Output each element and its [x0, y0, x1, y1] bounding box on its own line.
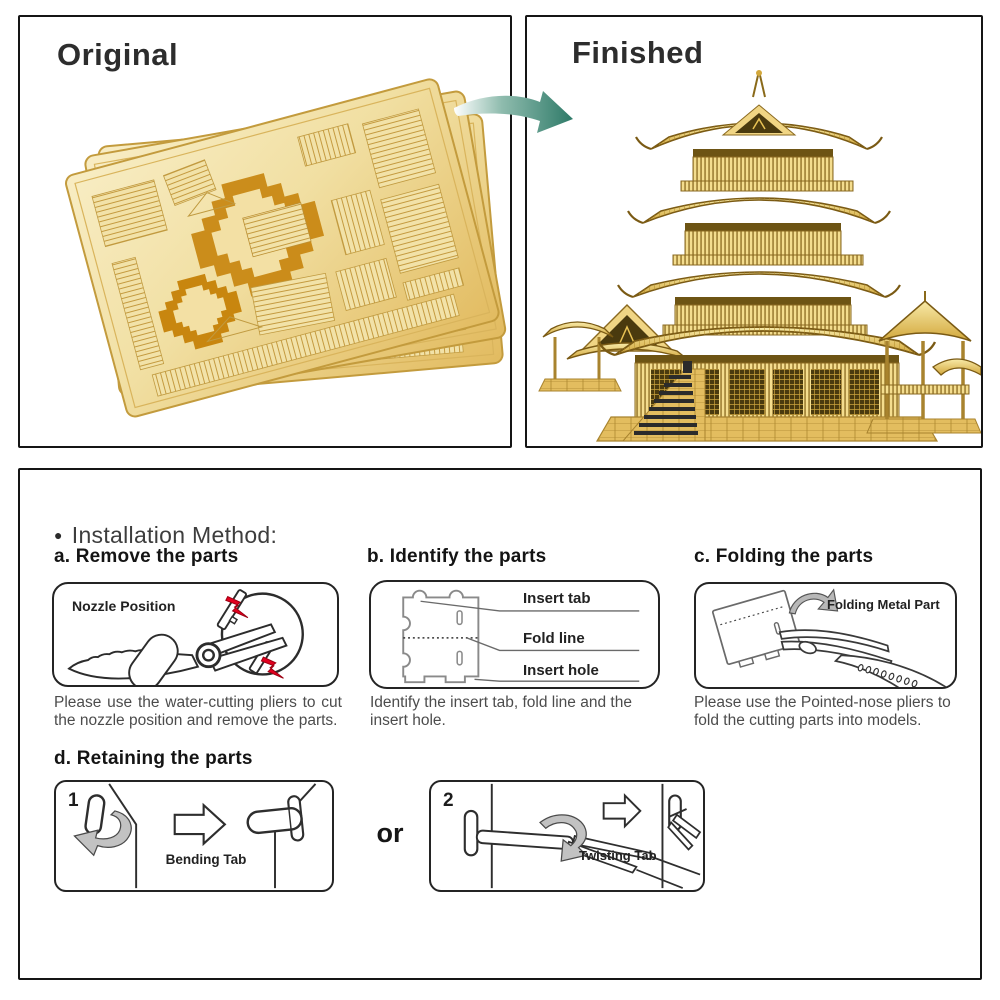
- metal-part-icon: [402, 589, 480, 684]
- cut-spark-icon: [225, 595, 284, 679]
- direction-arrow-icon: [173, 802, 227, 847]
- tab-icon: [84, 794, 106, 835]
- insert-tab-label: Insert tab: [523, 590, 591, 607]
- magnifier-circle-icon: [220, 592, 304, 676]
- installation-panel: ● Installation Method: a. Remove the part…: [18, 468, 982, 980]
- step-c-diagram-box: Folding Metal Part: [694, 582, 957, 689]
- slot-icon: [463, 809, 479, 857]
- insert-hole-label: Insert hole: [523, 662, 599, 679]
- direction-arrow-icon: [602, 793, 642, 829]
- box1-number: 1: [68, 790, 79, 811]
- nozzle-position-label: Nozzle Position: [72, 598, 176, 614]
- nozzle-cutting-diagram: [67, 589, 304, 685]
- transform-arrow-icon: [454, 91, 573, 133]
- step-b-diagram-box: Insert tab Fold line Insert hole: [369, 580, 660, 689]
- pavilion-structure: [538, 70, 981, 442]
- gazebo: [866, 291, 981, 434]
- step-b-heading: b. Identify the parts: [367, 546, 547, 567]
- metal-part-icon: [711, 589, 801, 668]
- pointed-nose-pliers-icon: [778, 629, 948, 687]
- twisting-tab-diagram: [463, 783, 702, 889]
- fold-line-label: Fold line: [523, 630, 585, 647]
- or-connector: or: [376, 818, 404, 848]
- metal-sheets-photo: [63, 76, 508, 420]
- twist-arrow-icon: [539, 814, 588, 862]
- part-identification-diagram: [402, 589, 640, 684]
- step-c-heading: c. Folding the parts: [694, 546, 874, 567]
- pliers-jaws-icon: [565, 834, 701, 889]
- fold-arrow-icon: [788, 588, 839, 615]
- bent-tab-result-icon: [246, 795, 305, 842]
- twisted-tab-result-icon: [667, 794, 702, 851]
- bending-tab-diagram: [73, 783, 317, 889]
- installation-heading: ● Installation Method:: [54, 522, 277, 549]
- finished-panel: Finished: [525, 15, 983, 448]
- folding-diagram: [711, 588, 948, 687]
- original-title: Original: [57, 37, 179, 72]
- pavilion-model-photo: [538, 70, 981, 442]
- bending-tab-box: 1 Bending Tab: [54, 780, 334, 892]
- folding-metal-part-label: Folding Metal Part: [827, 597, 940, 612]
- box2-number: 2: [443, 790, 454, 811]
- twisting-tab-label: Twisting Tab: [579, 848, 657, 863]
- finished-title: Finished: [572, 35, 704, 70]
- leader-lines: [420, 600, 640, 682]
- bending-tab-label: Bending Tab: [165, 852, 247, 867]
- stairs: [621, 361, 706, 442]
- water-cutting-pliers-icon: [67, 623, 288, 685]
- original-panel: Original: [18, 15, 512, 448]
- twisting-tab-box: 2 Twisting Tab: [429, 780, 705, 892]
- step-a-caption: Please use the water-cutting pliers to c…: [54, 694, 342, 729]
- step-a-heading: a. Remove the parts: [54, 546, 239, 567]
- step-b-caption: Identify the insert tab, fold line and t…: [370, 694, 632, 729]
- step-a-diagram-box: Nozzle Position: [52, 582, 339, 687]
- step-c-caption: Please use the Pointed-nose pliers to fo…: [694, 694, 951, 729]
- bend-arrow-icon: [73, 810, 132, 857]
- step-d-heading: d. Retaining the parts: [54, 748, 253, 769]
- bullet-icon: ●: [54, 527, 63, 543]
- installation-heading-text: Installation Method:: [71, 522, 278, 548]
